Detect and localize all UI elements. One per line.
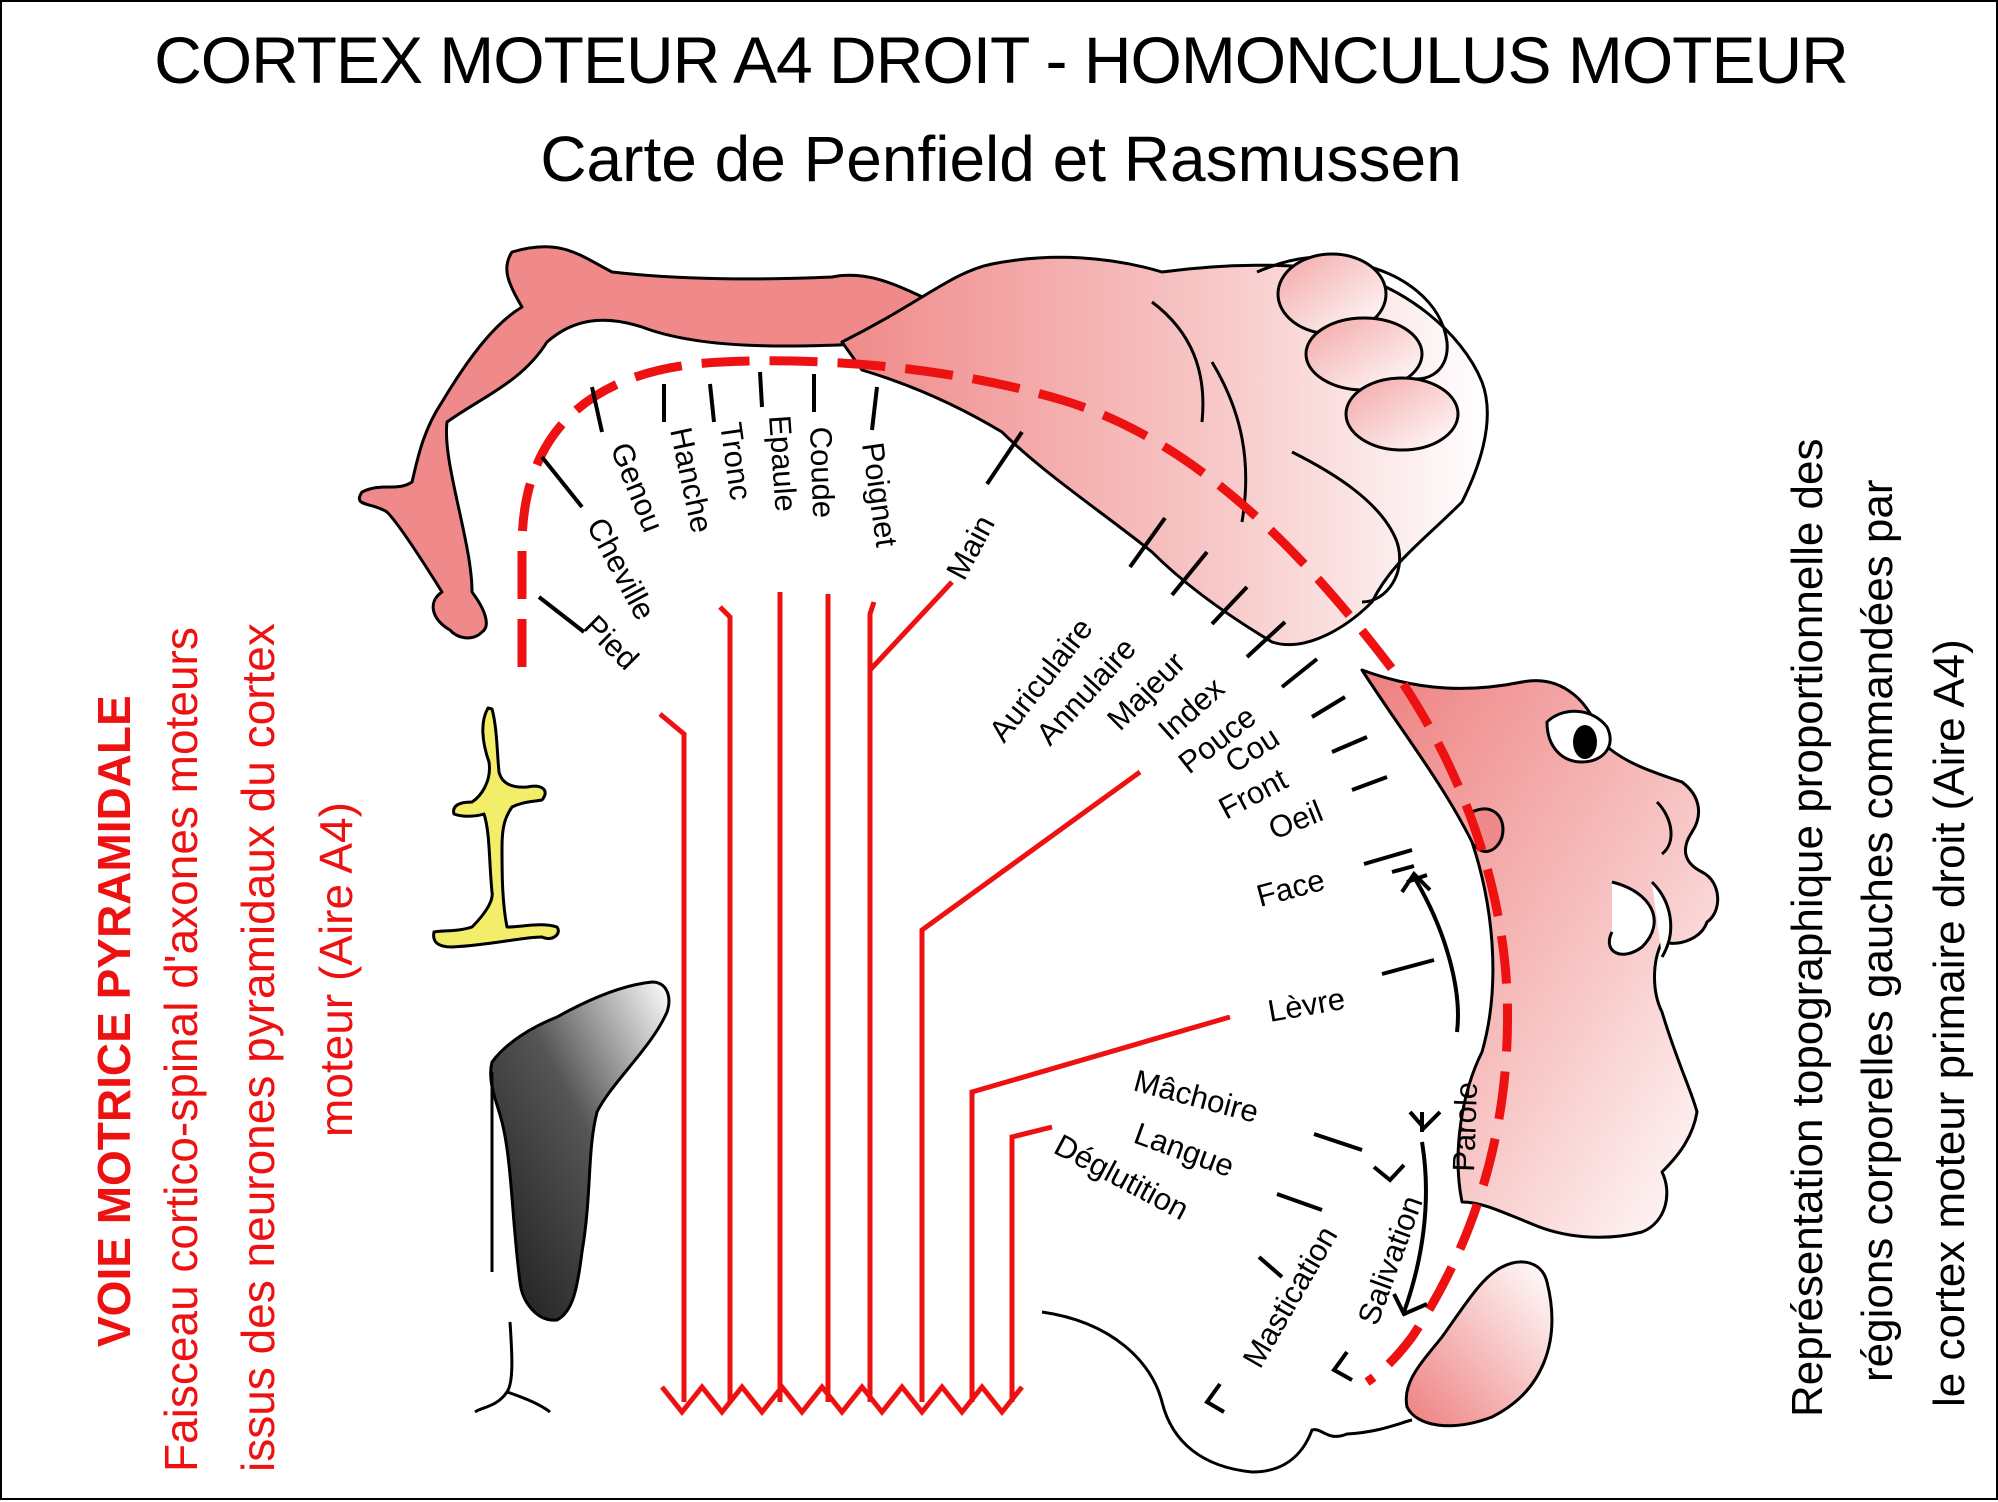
label-epaule: Epaule (762, 414, 804, 513)
leader-lines (537, 371, 1435, 1279)
fiber-arrowheads (660, 1382, 1024, 1417)
right-caption-line1: Représentation topographique proportionn… (1783, 439, 1832, 1417)
leader-epaule (758, 371, 764, 408)
leader-pouce (1280, 657, 1319, 689)
label-levre: Lèvre (1265, 981, 1347, 1029)
corticospinal-fibers (658, 580, 1231, 1417)
diagram-title: CORTEX MOTEUR A4 DROIT - HOMONCULUS MOTE… (154, 23, 1849, 97)
arrowhead-deglutition (1204, 1382, 1226, 1414)
left-caption-line1: Faisceau cortico-spinal d'axones moteurs (155, 627, 207, 1472)
leader-genou (590, 386, 604, 433)
label-main: Main (939, 510, 1001, 586)
left-caption-line3: moteur (Aire A4) (310, 802, 362, 1137)
pharynx-outline (1041, 1310, 1413, 1474)
arrow-salivation (1402, 1141, 1428, 1313)
fiber-pied (658, 712, 687, 1402)
fiber-hanche (718, 605, 733, 1402)
leader-auriculaire (1128, 516, 1167, 569)
homunculus-head (1360, 668, 1720, 1239)
label-mastication: Mastication (1236, 1220, 1345, 1373)
leader-levre (1381, 958, 1435, 976)
tongue-shape (1404, 1260, 1554, 1428)
arrowhead-face (1400, 870, 1432, 894)
left-caption-heading: VOIE MOTRICE PYRAMIDALE (88, 695, 140, 1347)
leader-cou (1310, 695, 1347, 719)
fiber-pouce (919, 769, 1142, 1402)
leader-machoire (1313, 1132, 1363, 1152)
brain-section-sketch (474, 980, 671, 1414)
diagram-subtitle: Carte de Penfield et Rasmussen (540, 123, 1462, 195)
leader-majeur (1210, 585, 1249, 626)
leader-face-2 (1391, 864, 1415, 874)
fiber-coude (867, 601, 877, 1402)
fiber-poignet (830, 607, 840, 1402)
left-caption: VOIE MOTRICE PYRAMIDALE Faisceau cortico… (88, 623, 362, 1472)
leader-tronc (708, 383, 716, 423)
fiber-deglutition (1009, 1124, 1053, 1402)
arrowhead-mastication (1331, 1350, 1353, 1382)
leader-pied (537, 595, 586, 634)
leader-main (985, 430, 1024, 486)
label-parole: Parole (1446, 1081, 1484, 1172)
leader-face (1363, 848, 1413, 866)
leader-oeil (1351, 775, 1388, 792)
label-tronc: Tronc (713, 420, 759, 502)
leader-annulaire (1170, 550, 1209, 597)
left-caption-line2: issus des neurones pyramidaux du cortex (232, 623, 284, 1472)
function-arrows (1204, 870, 1460, 1414)
spinal-cord-sketch (432, 706, 560, 949)
fiber-main (870, 582, 957, 1402)
leader-deglutition (1257, 1255, 1284, 1279)
leader-cheville (540, 455, 584, 509)
fiber-main-link (868, 580, 954, 672)
arrowhead-salivation (1372, 1163, 1406, 1183)
leader-index (1245, 620, 1287, 659)
homunculus-leg-trunk (358, 245, 1064, 640)
fiber-levre (969, 1014, 1231, 1402)
fiber-poignet-tip (917, 602, 922, 612)
leader-poignet (870, 386, 879, 431)
arrowhead-salivation-end (1392, 1293, 1428, 1317)
arrow-face-parole (1412, 875, 1460, 1033)
label-hanche: Hanche (663, 424, 719, 536)
motor-cortex-arc (517, 356, 1512, 1386)
arrowhead-parole (1408, 1110, 1442, 1131)
label-coude: Coude (803, 426, 841, 519)
right-caption-line2: régions corporelles gauches commandées p… (1853, 480, 1902, 1383)
label-poignet: Poignet (855, 440, 904, 549)
right-caption: Représentation topographique proportionn… (1783, 439, 1974, 1417)
leader-langue (1276, 1192, 1323, 1212)
label-face: Face (1253, 862, 1329, 914)
right-caption-line3: le cortex moteur primaire droit (Aire A4… (1925, 639, 1974, 1407)
leader-front (1331, 735, 1368, 754)
